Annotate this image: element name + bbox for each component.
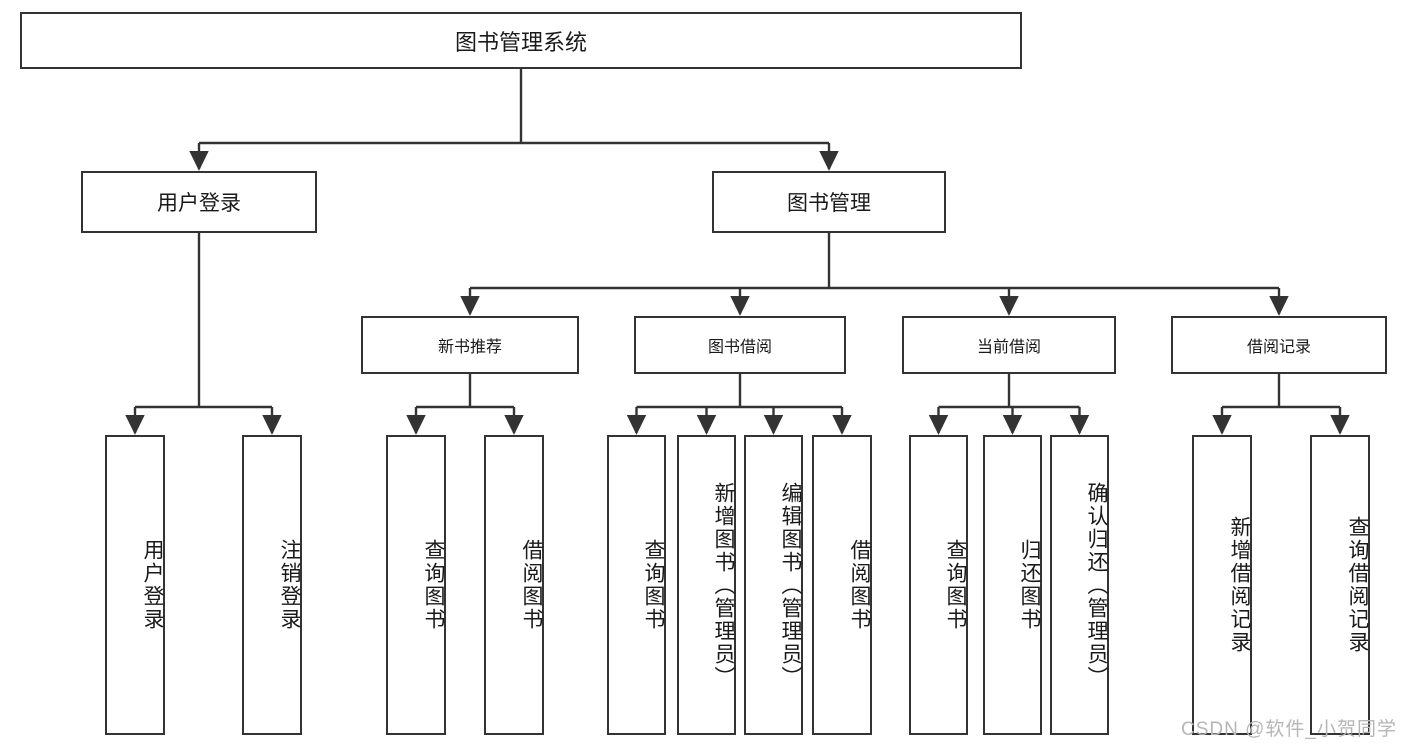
- node-leaf-br-add[interactable]: 新增借阅记录: [1192, 435, 1252, 735]
- node-leaf-cb-return[interactable]: 归还图书: [983, 435, 1042, 735]
- node-new-book-rec[interactable]: 新书推荐: [361, 316, 579, 374]
- node-leaf-user-login[interactable]: 用户登录: [105, 435, 165, 735]
- node-book-manage[interactable]: 图书管理: [712, 171, 946, 233]
- node-leaf-cb-query[interactable]: 查询图书: [909, 435, 968, 735]
- node-label: 新增图书（管理员）: [712, 481, 735, 689]
- node-label: 用户登录: [141, 539, 164, 631]
- node-label: 图书管理: [787, 192, 871, 215]
- node-root[interactable]: 图书管理系统: [20, 12, 1022, 69]
- node-leaf-rec-borrow[interactable]: 借阅图书: [484, 435, 544, 735]
- node-label: 借阅图书: [848, 539, 871, 631]
- node-label: 借阅记录: [1246, 339, 1311, 356]
- node-leaf-rec-query[interactable]: 查询图书: [386, 435, 446, 735]
- node-label: 借阅图书: [520, 539, 543, 631]
- node-label: 确认归还（管理员）: [1085, 481, 1108, 689]
- node-label: 查询图书: [944, 539, 967, 631]
- node-label: 当前借阅: [976, 339, 1041, 356]
- node-label: 新增借阅记录: [1228, 516, 1251, 654]
- edge-group: [125, 69, 1350, 435]
- node-label: 查询图书: [642, 539, 665, 631]
- node-borrow-record[interactable]: 借阅记录: [1171, 316, 1387, 374]
- node-label: 编辑图书（管理员）: [779, 481, 802, 689]
- node-book-borrow[interactable]: 图书借阅: [634, 316, 846, 374]
- node-label: 查询图书: [422, 539, 445, 631]
- node-label: 注销登录: [278, 539, 301, 631]
- node-leaf-br-query[interactable]: 查询借阅记录: [1310, 435, 1370, 735]
- node-label: 图书借阅: [707, 339, 772, 356]
- node-label: 新书推荐: [437, 339, 502, 356]
- node-label: 用户登录: [157, 192, 241, 215]
- node-leaf-bb-edit[interactable]: 编辑图书（管理员）: [744, 435, 803, 735]
- node-label: 归还图书: [1018, 539, 1041, 631]
- node-leaf-user-logout[interactable]: 注销登录: [242, 435, 302, 735]
- node-label: 图书管理系统: [454, 29, 587, 55]
- node-user-login[interactable]: 用户登录: [81, 171, 317, 233]
- node-leaf-bb-borrow[interactable]: 借阅图书: [812, 435, 872, 735]
- node-current-borrow[interactable]: 当前借阅: [902, 316, 1116, 374]
- node-leaf-bb-query[interactable]: 查询图书: [607, 435, 666, 735]
- node-leaf-cb-confirm[interactable]: 确认归还（管理员）: [1050, 435, 1109, 735]
- node-label: 查询借阅记录: [1346, 516, 1369, 654]
- node-leaf-bb-add[interactable]: 新增图书（管理员）: [677, 435, 736, 735]
- watermark-text: CSDN @软件_小贺同学: [1181, 719, 1397, 740]
